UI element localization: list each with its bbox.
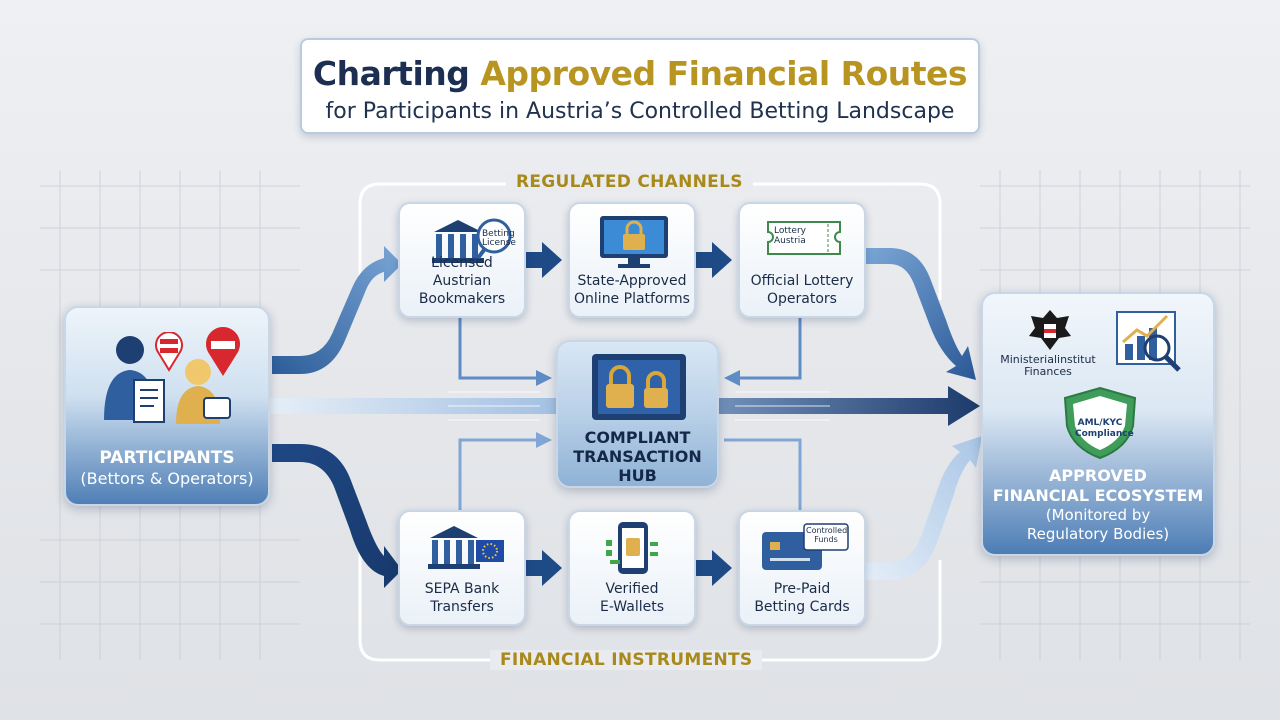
page-subtitle: for Participants in Austria’s Controlled… xyxy=(325,99,955,124)
austria-flag-pin-icon xyxy=(155,332,183,372)
arrow-bookmakers-to-platforms xyxy=(526,242,562,278)
arrow-participants-to-financial xyxy=(272,444,402,588)
regulated-channels-heading: REGULATED CHANNELS xyxy=(506,172,753,192)
participants-subtitle: (Bettors & Operators) xyxy=(80,469,254,488)
participants-title: PARTICIPANTS xyxy=(99,448,235,468)
ecosystem-line2: FINANCIAL ECOSYSTEM xyxy=(992,486,1204,505)
phone-wallet-icon xyxy=(606,522,658,574)
compliant-transaction-hub[interactable]: COMPLIANT TRANSACTION HUB xyxy=(556,340,719,488)
title-dark-part: Charting xyxy=(312,54,470,93)
ministry-label: Ministerialinstitut Finances xyxy=(1000,353,1096,378)
regulated-frame xyxy=(358,182,942,300)
platforms-label: State-Approved Online Platforms xyxy=(574,272,690,308)
arrow-financial-to-ecosystem xyxy=(866,436,982,580)
sepa-line1: SEPA Bank xyxy=(424,581,500,597)
cards-line1: Pre-Paid xyxy=(773,581,831,597)
arrow-participants-to-regulated xyxy=(272,246,402,374)
chart-magnifier-icon xyxy=(1116,311,1181,372)
cards-label: Pre-Paid Betting Cards xyxy=(744,580,860,616)
austrian-eagle-icon xyxy=(1029,310,1071,350)
lottery-line2: Operators xyxy=(767,291,837,307)
arrow-sepa-to-ewallets xyxy=(526,550,562,586)
lottery-ticket-icon xyxy=(767,221,841,255)
bank-magnifier-icon xyxy=(432,218,512,263)
card-icon xyxy=(762,523,849,570)
cards-line2: Betting Cards xyxy=(754,599,850,615)
padlocks-icon xyxy=(592,354,686,420)
title-box: Charting Approved Financial Routes for P… xyxy=(300,38,980,134)
hub-line1: COMPLIANT xyxy=(584,428,691,447)
circuit-lines-right xyxy=(735,391,830,421)
arrow-platforms-to-lottery xyxy=(696,242,732,278)
card-prepaid-betting-cards[interactable]: Controlled Funds Pre-Paid Betting Cards xyxy=(738,510,866,626)
ecosystem-line1: APPROVED xyxy=(1049,466,1147,485)
shield-icon xyxy=(1063,386,1137,460)
elbow-lottery-to-hub xyxy=(736,318,802,380)
shield-text: AML/KYC Compliance xyxy=(1075,418,1134,439)
ewallets-line2: E-Wallets xyxy=(599,599,665,615)
lottery-label: Official Lottery Operators xyxy=(744,272,860,308)
platforms-line1: State-Approved xyxy=(577,273,687,289)
sepa-label: SEPA Bank Transfers xyxy=(404,580,520,616)
ecosystem-label: APPROVED FINANCIAL ECOSYSTEM (Monitored … xyxy=(983,466,1213,544)
lottery-ticket-text: Lottery Austria xyxy=(774,226,806,246)
bookmakers-label: Licensed Austrian Bookmakers xyxy=(404,254,520,308)
sepa-line2: Transfers xyxy=(430,599,494,615)
card-licensed-bookmakers[interactable]: Betting License Licensed Austrian Bookma… xyxy=(398,202,526,318)
arrow-regulated-to-ecosystem xyxy=(866,248,976,380)
arrow-ewallets-to-cards xyxy=(696,550,732,586)
lottery-line1: Official Lottery xyxy=(750,273,854,289)
bookmakers-line1: Licensed Austrian xyxy=(431,255,493,289)
elbow-bookmakers-to-hub xyxy=(458,318,540,380)
people-icon xyxy=(104,336,231,424)
approved-financial-ecosystem[interactable]: Ministerialinstitut Finances AML/KYC Com… xyxy=(981,292,1215,556)
participants-label: PARTICIPANTS (Bettors & Operators) xyxy=(66,448,268,489)
ecosystem-line4: Regulatory Bodies) xyxy=(1026,525,1170,543)
card-online-platforms[interactable]: State-Approved Online Platforms xyxy=(568,202,696,318)
card-badge-text: Controlled Funds xyxy=(806,526,848,544)
card-sepa-transfers[interactable]: SEPA Bank Transfers xyxy=(398,510,526,626)
bookmaker-badge-text: Betting License xyxy=(482,229,516,248)
ewallets-line1: Verified xyxy=(605,581,659,597)
title-gold-part: Approved Financial Routes xyxy=(480,54,968,93)
austria-flag-pin-large-icon xyxy=(206,327,240,376)
circuit-lines-left xyxy=(448,391,540,421)
bank-eu-flag-icon xyxy=(428,526,504,569)
monitor-lock-icon xyxy=(600,216,668,268)
hub-label: COMPLIANT TRANSACTION HUB xyxy=(558,428,717,485)
bookmakers-line2: Bookmakers xyxy=(418,291,506,307)
elbow-cards-to-hub xyxy=(724,438,802,510)
card-lottery-operators[interactable]: Lottery Austria Official Lottery Operato… xyxy=(738,202,866,318)
financial-instruments-heading: FINANCIAL INSTRUMENTS xyxy=(490,650,763,670)
hub-line2: TRANSACTION xyxy=(573,447,702,466)
page-title: Charting Approved Financial Routes xyxy=(302,54,978,93)
participants-card: PARTICIPANTS (Bettors & Operators) xyxy=(64,306,270,506)
hub-line3: HUB xyxy=(618,466,657,485)
ewallets-label: Verified E-Wallets xyxy=(574,580,690,616)
card-verified-ewallets[interactable]: Verified E-Wallets xyxy=(568,510,696,626)
platforms-line2: Online Platforms xyxy=(574,291,690,307)
elbow-sepa-to-hub xyxy=(458,438,540,510)
ecosystem-line3: (Monitored by xyxy=(1045,506,1151,524)
